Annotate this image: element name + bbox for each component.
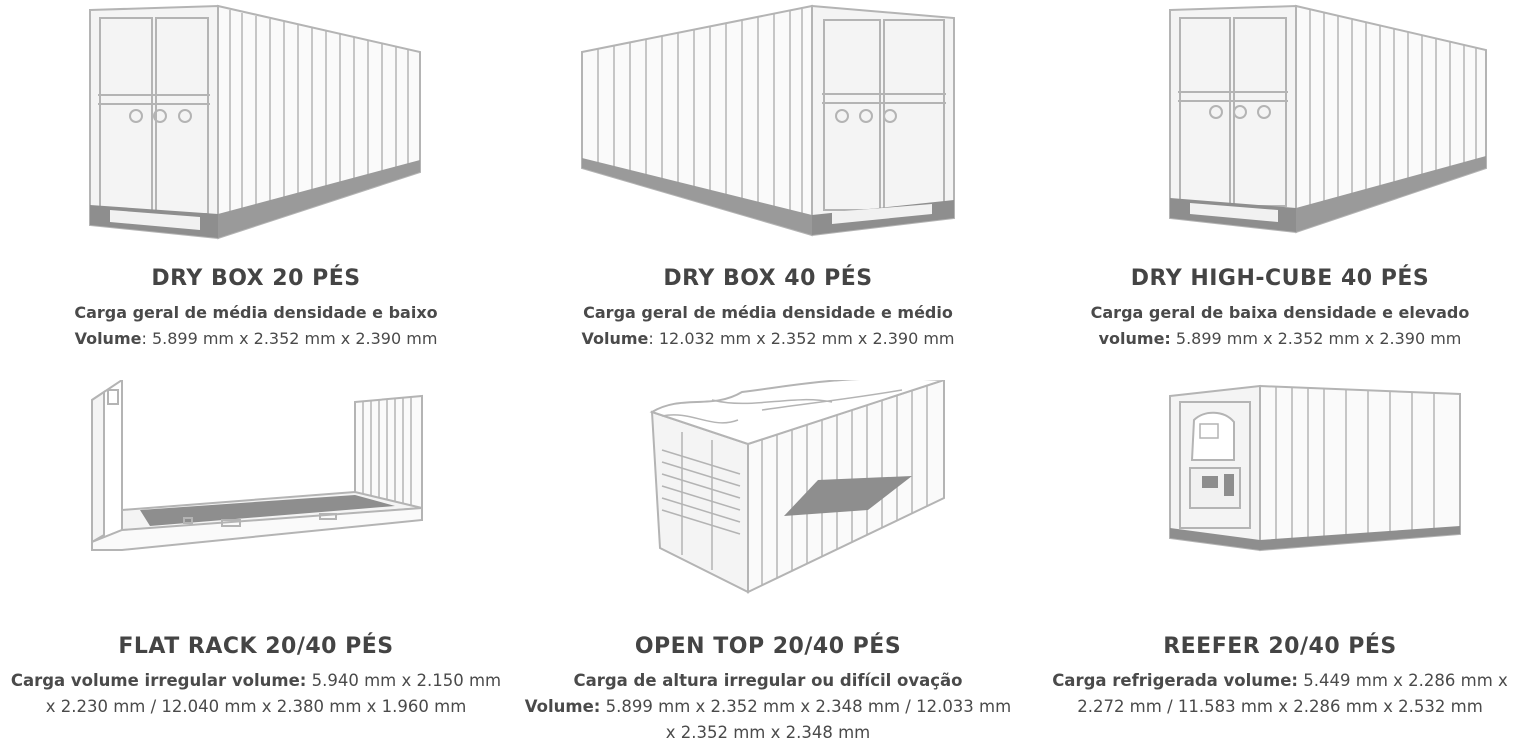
container-description: Carga geral de média densidade e baixo V… <box>8 300 504 352</box>
volume-label: Volume <box>74 329 142 348</box>
container-card-flat-rack: FLAT RACK 20/40 PÉS Carga volume irregul… <box>0 370 512 740</box>
container-description: Carga geral de baixa densidade e elevado… <box>1032 300 1528 352</box>
container-description: Carga refrigerada volume: 5.449 mm x 2.2… <box>1032 668 1528 720</box>
cargo-description: Carga refrigerada volume: <box>1052 671 1299 690</box>
container-title: DRY BOX 20 PÉS <box>151 266 361 291</box>
container-title: DRY BOX 40 PÉS <box>663 266 873 291</box>
container-card-dry-box-40: DRY BOX 40 PÉS Carga geral de média dens… <box>512 0 1024 370</box>
volume-dimensions: 5.940 mm x 2.150 mm x 2.230 mm / 12.040 … <box>45 671 502 716</box>
volume-dimensions: : 12.032 mm x 2.352 mm x 2.390 mm <box>648 329 955 348</box>
cargo-description: Carga geral de média densidade e baixo <box>74 303 438 322</box>
dry-high-cube-container-icon <box>1024 0 1536 255</box>
container-card-reefer: REEFER 20/40 PÉS Carga refrigerada volum… <box>1024 370 1536 740</box>
container-description: Carga geral de média densidade e médio V… <box>516 300 1020 352</box>
volume-label: Volume: <box>524 697 601 716</box>
container-title: OPEN TOP 20/40 PÉS <box>634 634 902 659</box>
volume-dimensions: : 5.899 mm x 2.352 mm x 2.390 mm <box>141 329 438 348</box>
cargo-description: Carga de altura irregular ou difícil ova… <box>573 671 963 690</box>
open-top-container-icon <box>512 380 1024 610</box>
container-description: Carga de altura irregular ou difícil ova… <box>520 668 1016 746</box>
volume-dimensions: 5.899 mm x 2.352 mm x 2.390 mm <box>1170 329 1462 348</box>
cargo-description: Carga volume irregular volume: <box>10 671 307 690</box>
container-card-dry-box-20: DRY BOX 20 PÉS Carga geral de média dens… <box>0 0 512 370</box>
container-title: FLAT RACK 20/40 PÉS <box>118 634 394 659</box>
volume-dimensions: 5.449 mm x 2.286 mm x 2.272 mm / 11.583 … <box>1077 671 1508 716</box>
container-card-dry-high-cube-40: DRY HIGH-CUBE 40 PÉS Carga geral de baix… <box>1024 0 1536 370</box>
volume-dimensions: 5.899 mm x 2.352 mm x 2.348 mm / 12.033 … <box>600 697 1012 742</box>
container-title: REEFER 20/40 PÉS <box>1163 634 1397 659</box>
cargo-description: Carga geral de média densidade e médio <box>583 303 953 322</box>
volume-label: Volume <box>581 329 649 348</box>
container-title: DRY HIGH-CUBE 40 PÉS <box>1130 266 1430 291</box>
dry-box-20-container-icon <box>0 0 512 255</box>
cargo-description: Carga geral de baixa densidade e elevado <box>1090 303 1470 322</box>
container-description: Carga volume irregular volume: 5.940 mm … <box>8 668 504 720</box>
dry-box-40-container-icon <box>512 0 1024 255</box>
reefer-container-icon <box>1024 380 1536 610</box>
flat-rack-container-icon <box>0 380 512 610</box>
volume-label: volume: <box>1098 329 1171 348</box>
container-card-open-top: OPEN TOP 20/40 PÉS Carga de altura irreg… <box>512 370 1024 742</box>
